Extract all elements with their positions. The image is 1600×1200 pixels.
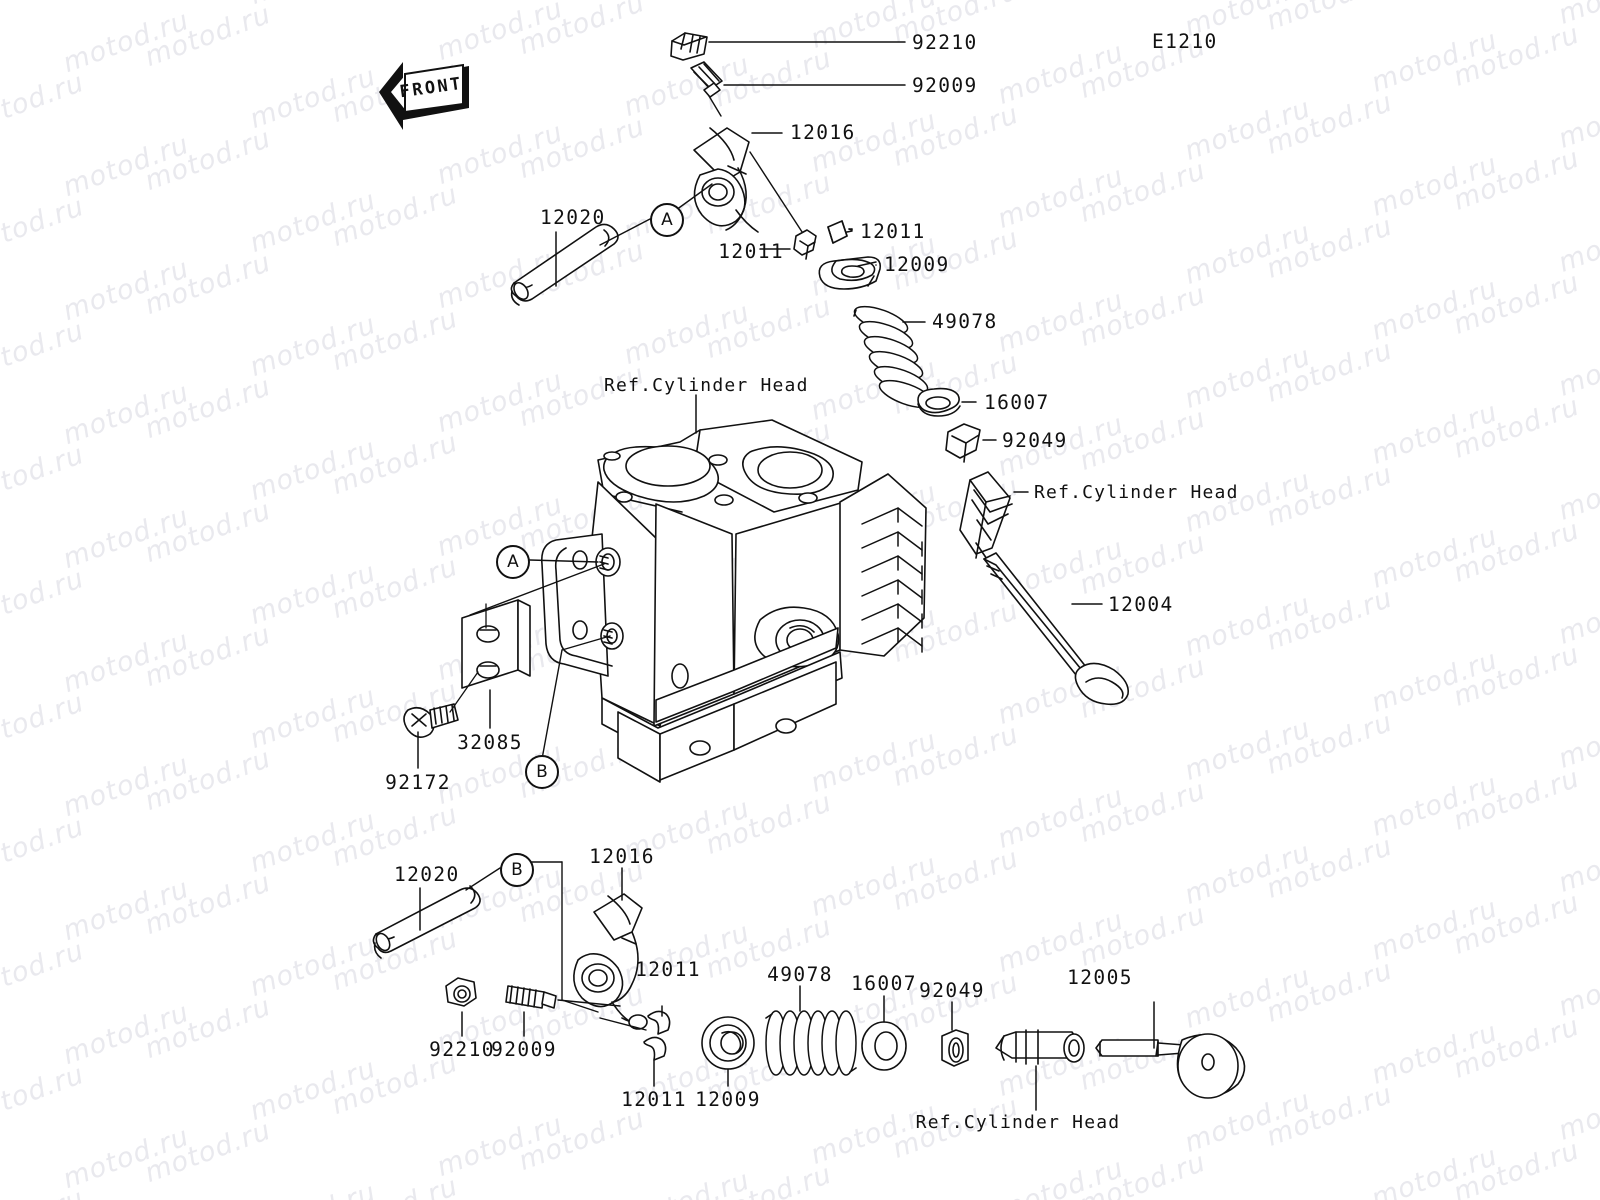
- label-92210-top: 92210: [912, 31, 978, 54]
- part-valve-guide-top: [959, 471, 1013, 563]
- part-92172: [403, 703, 459, 738]
- label-12005: 12005: [1067, 966, 1133, 989]
- part-92009-top: [690, 61, 723, 117]
- label-12011-top-right: 12011: [860, 220, 926, 243]
- part-12011-bottom-upper: [647, 1010, 671, 1035]
- callout-a-head: A: [496, 545, 530, 579]
- label-92009-bottom: 92009: [491, 1038, 557, 1061]
- front-direction-marker: FRONT: [379, 62, 469, 130]
- label-12004: 12004: [1108, 593, 1174, 616]
- label-16007-bottom: 16007: [851, 972, 917, 995]
- part-12011-top-left: [793, 229, 817, 260]
- callout-b-head: B: [525, 755, 559, 789]
- part-12004: [983, 552, 1130, 706]
- label-12016-top: 12016: [790, 121, 856, 144]
- part-12011-bottom-lower: [643, 1036, 667, 1061]
- callout-a-top: A: [650, 203, 684, 237]
- label-12016-bottom: 12016: [589, 845, 655, 868]
- label-ref-cylinder-head: Ref.Cylinder Head: [604, 375, 809, 396]
- part-92049-top: [945, 423, 981, 463]
- part-92009-bottom: [505, 985, 557, 1009]
- part-12011-top-right: [827, 220, 848, 244]
- part-12020-bottom: [372, 885, 481, 959]
- label-16007-top: 16007: [984, 391, 1050, 414]
- part-12016-bottom: [573, 893, 648, 1030]
- cylinder-head-casting: [540, 394, 927, 783]
- part-16007-top: [917, 387, 961, 417]
- sheet-code: E1210: [1152, 30, 1218, 53]
- part-12016-top: [693, 127, 759, 233]
- label-12020-bottom: 12020: [394, 863, 460, 886]
- part-49078-bottom: [765, 1010, 857, 1076]
- label-49078-bottom: 49078: [767, 963, 833, 986]
- label-92049-top: 92049: [1002, 429, 1068, 452]
- part-32085: [461, 599, 531, 689]
- part-92210-bottom: [445, 977, 477, 1007]
- label-ref-guide-top: Ref.Cylinder Head: [1034, 482, 1239, 503]
- label-49078-top: 49078: [932, 310, 998, 333]
- label-12011-bottom-lower: 12011: [621, 1088, 687, 1111]
- part-12005: [1095, 1033, 1246, 1099]
- label-92210-bottom: 92210: [429, 1038, 495, 1061]
- label-32085: 32085: [457, 731, 523, 754]
- part-12009-bottom: [701, 1016, 755, 1070]
- label-92009-top: 92009: [912, 74, 978, 97]
- label-12009-bottom: 12009: [695, 1088, 761, 1111]
- part-12009-top: [818, 256, 882, 290]
- label-12011-bottom-upper: 12011: [635, 958, 701, 981]
- label-12020-top: 12020: [540, 206, 606, 229]
- label-ref-guide-bottom: Ref.Cylinder Head: [915, 1112, 1121, 1133]
- part-12020-top: [510, 223, 619, 306]
- label-92172: 92172: [385, 771, 451, 794]
- label-12009-top: 12009: [884, 253, 950, 276]
- callout-b-bottom: B: [500, 853, 534, 887]
- part-16007-bottom: [861, 1021, 907, 1071]
- part-92049-bottom: [941, 1029, 969, 1067]
- part-valve-guide-bottom: [995, 1029, 1085, 1065]
- label-12011-top-left: 12011: [718, 240, 784, 263]
- part-92210-top: [670, 32, 708, 61]
- label-92049-bottom: 92049: [919, 979, 985, 1002]
